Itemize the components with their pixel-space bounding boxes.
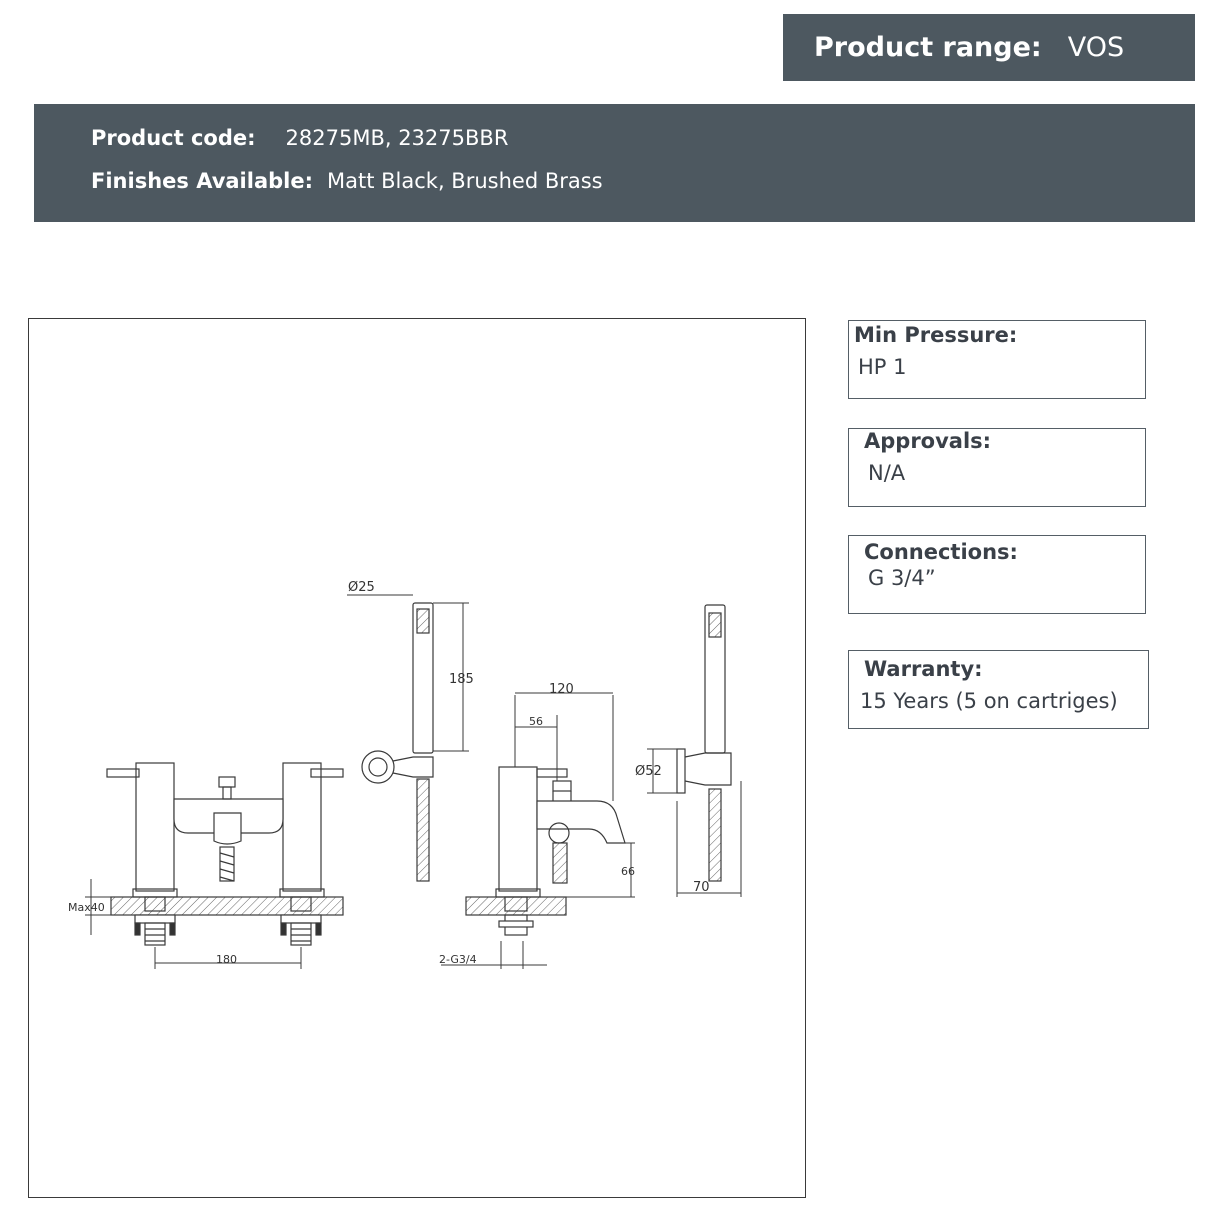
spec-min-pressure: Min Pressure: HP 1 (848, 320, 1146, 399)
right-pillar (282, 762, 322, 892)
finishes-row: Finishes Available: Matt Black, Brushed … (91, 159, 1195, 202)
product-info-bar: Product code: 28275MB, 23275BBR Finishes… (34, 104, 1195, 222)
finishes-label: Finishes Available: (91, 168, 313, 193)
technical-drawing: Ø25 185 120 56 Ø52 70 66 Max40 180 2-G3/… (28, 318, 806, 1198)
spec-approvals: Approvals: N/A (848, 428, 1146, 507)
spec-connections: Connections: G 3/4” (848, 535, 1146, 614)
product-code-value: 28275MB, 23275BBR (285, 125, 509, 150)
dim-handset-diameter: Ø25 (348, 580, 375, 595)
finishes-value: Matt Black, Brushed Brass (327, 168, 603, 193)
dim-spout: 56 (529, 715, 543, 728)
deck-hatch-right (465, 896, 567, 916)
bracket-view (647, 604, 742, 897)
dim-max-deck: Max40 (68, 901, 105, 914)
dim-thread: 2-G3/4 (439, 953, 477, 966)
spec-min-pressure-value: HP 1 (858, 355, 907, 379)
product-range-bar: Product range: VOS (783, 14, 1195, 81)
handset-view (347, 594, 469, 882)
spec-connections-value: G 3/4” (868, 566, 936, 590)
dim-bracket-depth: 70 (693, 880, 710, 895)
front-view-bath-filler (85, 762, 344, 969)
spec-warranty: Warranty: 15 Years (5 on cartriges) (848, 650, 1149, 729)
product-code-label: Product code: (91, 125, 256, 150)
deck-hatch-left (110, 896, 344, 916)
product-code-row: Product code: 28275MB, 23275BBR (91, 116, 1195, 159)
spec-min-pressure-title: Min Pressure: (854, 323, 1018, 347)
side-view-bath-filler (441, 692, 635, 969)
product-range-label: Product range: (814, 32, 1042, 63)
dim-centres: 180 (216, 953, 237, 966)
product-range-value: VOS (1067, 32, 1125, 63)
side-pillar (498, 766, 538, 892)
dim-handset-length: 185 (449, 672, 474, 687)
dim-reach: 120 (549, 682, 574, 697)
spec-warranty-value: 15 Years (5 on cartriges) (860, 689, 1118, 713)
handset-body (412, 602, 434, 754)
right-lever-handle (310, 768, 344, 778)
spec-connections-title: Connections: (864, 540, 1018, 564)
left-lever-handle (106, 768, 140, 778)
spec-approvals-value: N/A (868, 461, 906, 485)
dim-bracket-diameter: Ø52 (635, 764, 662, 779)
dim-spout-height: 66 (621, 865, 635, 878)
left-pillar (135, 762, 175, 892)
spec-warranty-title: Warranty: (864, 657, 983, 681)
spec-approvals-title: Approvals: (864, 429, 992, 453)
